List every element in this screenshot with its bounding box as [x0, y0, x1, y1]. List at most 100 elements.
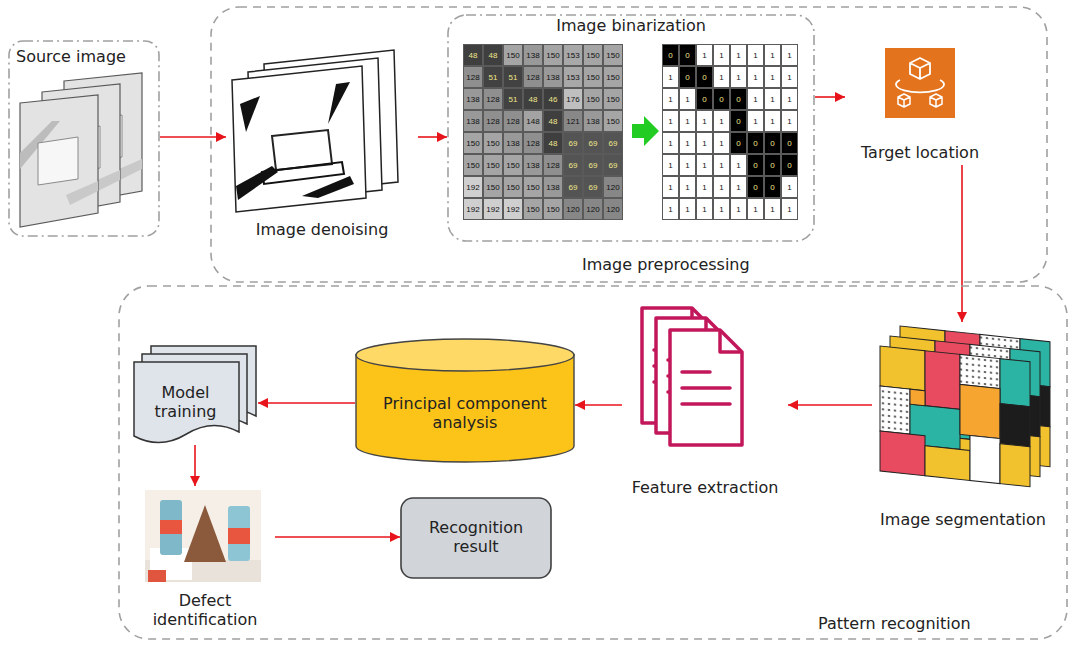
stage-region: Pattern recognitionImage segmentationFea…	[118, 285, 1068, 640]
gray-cell-value: 153	[563, 44, 583, 66]
binary-cell-value: 1	[730, 154, 747, 176]
binary-cell-value: 1	[713, 66, 730, 88]
binary-cell-value: 1	[713, 154, 730, 176]
defect-product-photo	[145, 490, 261, 582]
binary-cell-value: 0	[730, 88, 747, 110]
binary-cell-value: 0	[696, 88, 713, 110]
gray-cell-value: 150	[583, 88, 603, 110]
illustrated-step: Image denoising	[226, 50, 418, 242]
node-label: Feature extraction	[632, 479, 779, 498]
gray-cell-value: 150	[583, 66, 603, 88]
gray-cell-value: 128	[483, 88, 503, 110]
binary-cell-value: 1	[713, 132, 730, 154]
gray-cell-value: 150	[503, 44, 523, 66]
target-location-icon	[885, 48, 955, 118]
binary-cell-value: 1	[662, 110, 679, 132]
stage-region-outline	[118, 285, 1068, 640]
binary-cell-value: 1	[662, 132, 679, 154]
gray-cell-value: 120	[583, 198, 603, 220]
gray-cell-value: 128	[483, 110, 503, 132]
target-location-icon	[910, 58, 930, 79]
gray-cell-value: 150	[523, 176, 543, 198]
defect-product-photo	[184, 505, 226, 562]
gray-cell-value: 120	[603, 198, 623, 220]
pixel-grid: 4848150138150153150150128515112813815315…	[463, 44, 623, 220]
binary-cell-value: 0	[764, 154, 781, 176]
binary-cell-value: 0	[781, 132, 798, 154]
gray-cell-value: 69	[583, 154, 603, 176]
node-label: Principal component analysis	[365, 395, 565, 433]
gray-cell-value: 150	[583, 44, 603, 66]
gray-cell-value: 150	[543, 44, 563, 66]
node-label: Image binarization	[556, 17, 706, 36]
binary-cell-value: 1	[713, 198, 730, 220]
binary-cell-value: 1	[679, 176, 696, 198]
gray-cell-value: 150	[543, 198, 563, 220]
binary-cell-value: 1	[764, 88, 781, 110]
flow-arrow	[275, 536, 400, 538]
binarization-arrow	[632, 116, 659, 146]
binary-cell-value: 1	[696, 198, 713, 220]
source-image-stack	[20, 95, 98, 227]
binary-cell-value: 0	[747, 154, 764, 176]
target-location-icon	[885, 48, 955, 118]
gray-cell-value: 192	[483, 198, 503, 220]
gray-cell-value: 153	[563, 66, 583, 88]
flow-arrow	[788, 404, 872, 406]
binary-cell-value: 0	[764, 176, 781, 198]
binary-cell-value: 1	[662, 198, 679, 220]
denoised-image-stack	[236, 166, 278, 200]
gray-cell-value: 138	[463, 110, 483, 132]
gray-cell-value: 148	[523, 110, 543, 132]
gray-cell-value: 120	[563, 198, 583, 220]
node-label: Image denoising	[256, 221, 389, 240]
illustrated-step: Image segmentation	[872, 322, 1054, 532]
denoised-image-stack	[328, 82, 350, 124]
binary-cell-value: 1	[696, 176, 713, 198]
binary-cell-value: 1	[696, 110, 713, 132]
document-shape	[134, 362, 239, 443]
gray-cell-value: 51	[503, 88, 523, 110]
gray-cell-value: 69	[603, 132, 623, 154]
binary-cell-value: 1	[781, 176, 798, 198]
gray-cell-value: 128	[543, 154, 563, 176]
gray-cell-value: 69	[583, 176, 603, 198]
binary-cell-value: 1	[764, 44, 781, 66]
gray-cell-value: 69	[563, 154, 583, 176]
feature-document-stack	[642, 308, 742, 445]
gray-cell-value: 138	[463, 88, 483, 110]
binary-cell-value: 1	[730, 44, 747, 66]
defect-product-photo	[160, 500, 182, 555]
binary-cell-value: 0	[781, 154, 798, 176]
gray-cell-value: 138	[543, 66, 563, 88]
binary-cell-value: 0	[662, 44, 679, 66]
gray-cell-value: 69	[583, 132, 603, 154]
group-border	[211, 7, 1047, 282]
denoised-image-stack	[232, 66, 366, 212]
gray-cell-value: 46	[543, 88, 563, 110]
binary-cell-value: 0	[747, 132, 764, 154]
gray-cell-value: 150	[603, 110, 623, 132]
binary-cell-value: 1	[764, 198, 781, 220]
binary-cell-value: 1	[747, 110, 764, 132]
binary-cell-value: 1	[764, 66, 781, 88]
denoised-image-stack	[302, 176, 354, 198]
gray-cell-value: 128	[503, 110, 523, 132]
binary-cell-value: 1	[747, 198, 764, 220]
denoised-image-stack	[232, 66, 366, 212]
denoised-image-stack	[240, 96, 260, 132]
gray-cell-value: 138	[523, 154, 543, 176]
gray-cell-value: 69	[603, 154, 623, 176]
binary-cell-value: 1	[747, 88, 764, 110]
gray-cell-value: 150	[483, 132, 503, 154]
gray-cell-value: 69	[563, 132, 583, 154]
binary-cell-value: 0	[730, 132, 747, 154]
gray-cell-value: 138	[583, 110, 603, 132]
feature-document-stack	[670, 330, 742, 445]
gray-cell-value: 128	[523, 132, 543, 154]
flow-arrow	[815, 96, 845, 98]
binary-cell-value: 1	[713, 110, 730, 132]
gray-cell-value: 48	[463, 44, 483, 66]
binary-cell-value: 1	[781, 110, 798, 132]
